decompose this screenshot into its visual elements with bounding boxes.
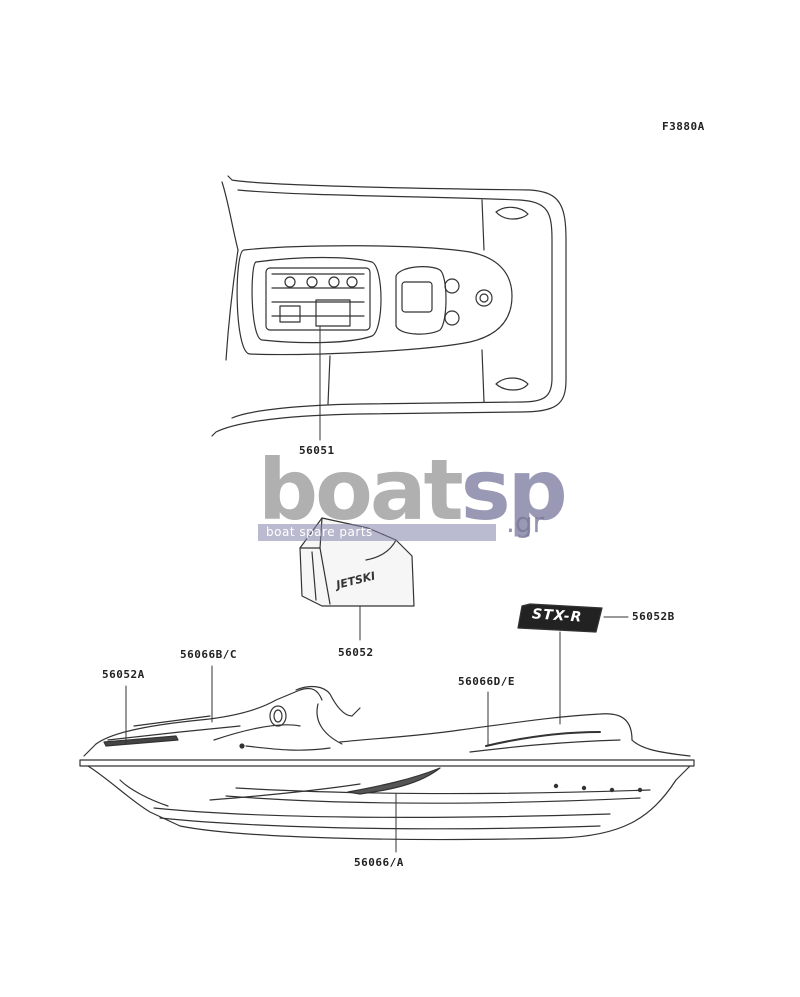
watermark-word-sp: sp <box>460 441 568 539</box>
callout-56052A: 56052A <box>102 668 145 681</box>
stxr-badge-label: STX-R <box>531 606 583 626</box>
callout-56052B: 56052B <box>632 610 675 623</box>
callout-56066DE: 56066D/E <box>458 675 515 688</box>
leader-lines <box>125 325 629 853</box>
hull-side-view <box>79 685 695 841</box>
watermark-word-boat: boat <box>258 441 464 539</box>
callout-56066A: 56066/A <box>354 856 404 869</box>
callout-56051: 56051 <box>299 444 335 457</box>
watermark-tld: .gr <box>506 506 545 539</box>
stxr-badge-shape <box>517 603 603 633</box>
figure-id: F3880A <box>662 120 705 133</box>
callout-56052: 56052 <box>338 646 374 659</box>
watermark-tagline: boat spare parts <box>258 524 496 541</box>
deck-top-view <box>211 175 567 437</box>
watermark-logo: boatsp <box>258 448 568 532</box>
callout-56066BC: 56066B/C <box>180 648 237 661</box>
